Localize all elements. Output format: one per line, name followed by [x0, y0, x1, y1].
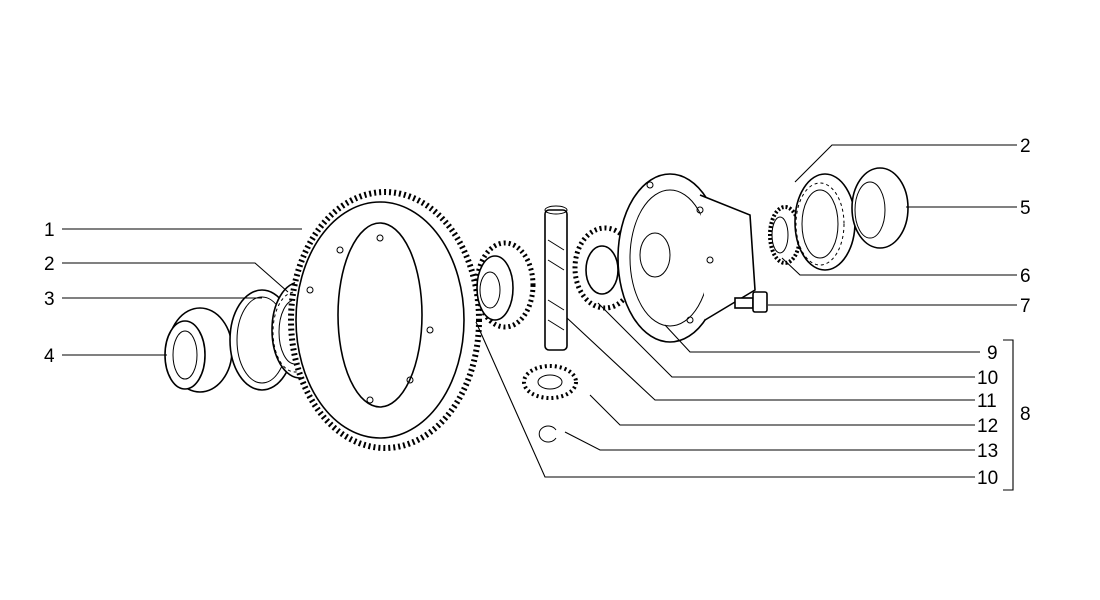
part-case-9 [617, 173, 756, 343]
part-side-gear-10-left [474, 240, 536, 330]
leader-lines [62, 144, 1017, 491]
callout-1: 1 [44, 220, 55, 241]
callout-4: 4 [44, 346, 55, 367]
callout-10-b: 10 [977, 468, 998, 489]
callout-5: 5 [1020, 198, 1031, 219]
part-shaft-11 [544, 205, 568, 351]
callout-7: 7 [1020, 296, 1031, 317]
group-bracket [1003, 339, 1014, 491]
callout-11: 11 [977, 391, 997, 412]
part-pinion-12 [522, 364, 578, 400]
callout-13: 13 [977, 441, 998, 462]
callout-10-a: 10 [977, 368, 998, 389]
callout-3: 3 [44, 289, 55, 310]
callout-2-right: 2 [1020, 136, 1031, 157]
callout-6: 6 [1020, 266, 1031, 287]
part-bearing-2-right [794, 173, 856, 271]
part-circlip-13 [538, 425, 557, 443]
callout-2-left: 2 [44, 254, 55, 275]
part-seal-4 [164, 307, 233, 393]
callout-9: 9 [987, 343, 998, 364]
part-ring-gear-1 [288, 189, 482, 451]
callout-12: 12 [977, 416, 998, 437]
callout-group-8: 8 [1020, 404, 1031, 425]
part-bolt-7 [734, 291, 768, 313]
part-seal-5 [851, 167, 909, 249]
